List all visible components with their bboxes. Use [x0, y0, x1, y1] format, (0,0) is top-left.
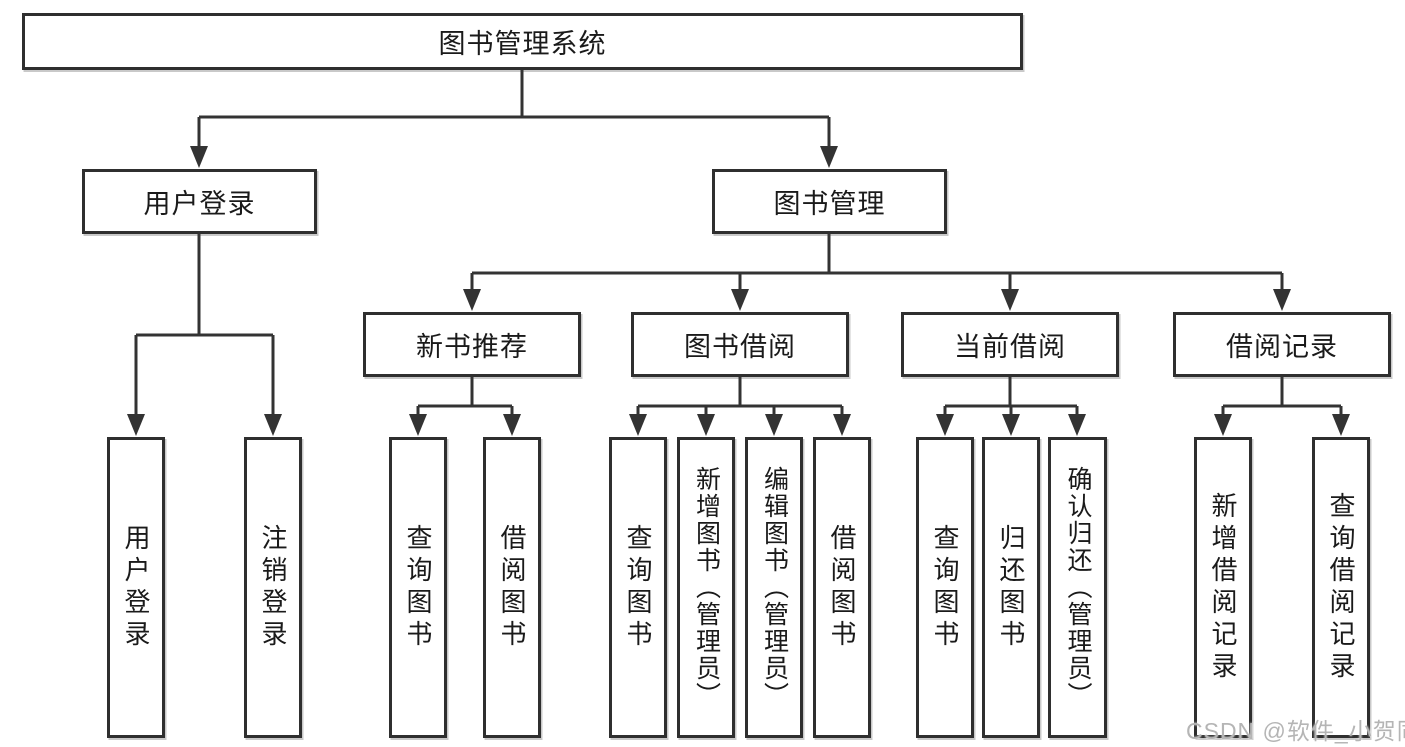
leaf-borrow-query-books: 查询图书 — [609, 437, 667, 738]
leaf-current-return-books-label: 归还图书 — [996, 523, 1026, 652]
edge-book-mgmt-children — [463, 234, 1291, 311]
edge-current-children — [936, 377, 1086, 436]
leaf-borrow-query-books-label: 查询图书 — [623, 523, 653, 652]
node-current-borrow: 当前借阅 — [901, 312, 1119, 377]
leaf-borrow-add-books-admin-label: 新增图书（管理员） — [692, 466, 721, 709]
node-library-system-label: 图书管理系统 — [438, 29, 607, 59]
leaf-current-confirm-return-admin: 确认归还（管理员） — [1048, 437, 1107, 738]
leaf-recommend-query-books-label: 查询图书 — [403, 523, 433, 652]
leaf-current-confirm-return-admin-label: 确认归还（管理员） — [1064, 466, 1092, 709]
leaf-logout-label: 注销登录 — [258, 523, 288, 652]
leaf-current-query-books: 查询图书 — [916, 437, 974, 738]
leaf-records-query-record-label: 查询借阅记录 — [1326, 491, 1356, 684]
leaf-borrow-edit-books-admin-label: 编辑图书（管理员） — [760, 466, 789, 709]
leaf-user-login-label: 用户登录 — [121, 523, 151, 652]
edge-newbook-children — [409, 377, 521, 436]
leaf-borrow-add-books-admin: 新增图书（管理员） — [677, 437, 735, 738]
edge-records-children — [1214, 377, 1350, 436]
node-user-login: 用户登录 — [82, 169, 317, 234]
leaf-records-query-record: 查询借阅记录 — [1312, 437, 1370, 738]
leaf-borrow-borrow-books: 借阅图书 — [813, 437, 871, 738]
leaf-logout: 注销登录 — [244, 437, 302, 738]
leaf-current-query-books-label: 查询图书 — [930, 523, 960, 652]
node-user-login-label: 用户登录 — [143, 189, 256, 219]
leaf-borrow-borrow-books-label: 借阅图书 — [827, 523, 857, 652]
csdn-watermark: CSDN @软件_小贺同学 — [1186, 718, 1405, 744]
leaf-recommend-borrow-books: 借阅图书 — [483, 437, 541, 738]
leaf-borrow-edit-books-admin: 编辑图书（管理员） — [745, 437, 803, 738]
edge-borrow-children — [629, 377, 851, 436]
node-book-borrow: 图书借阅 — [631, 312, 849, 377]
node-book-management-label: 图书管理 — [773, 189, 886, 219]
leaf-current-return-books: 归还图书 — [982, 437, 1040, 738]
leaf-user-login: 用户登录 — [107, 437, 165, 738]
edge-user-login-children — [127, 234, 282, 436]
leaf-recommend-borrow-books-label: 借阅图书 — [497, 523, 527, 652]
node-new-book-recommend-label: 新书推荐 — [416, 332, 528, 362]
node-current-borrow-label: 当前借阅 — [954, 332, 1066, 362]
node-book-borrow-label: 图书借阅 — [684, 332, 796, 362]
leaf-recommend-query-books: 查询图书 — [389, 437, 447, 738]
node-library-system: 图书管理系统 — [22, 13, 1023, 70]
node-borrow-records: 借阅记录 — [1173, 312, 1391, 377]
node-book-management: 图书管理 — [712, 169, 947, 234]
node-new-book-recommend: 新书推荐 — [363, 312, 581, 377]
leaf-records-add-record: 新增借阅记录 — [1194, 437, 1252, 738]
leaf-records-add-record-label: 新增借阅记录 — [1208, 491, 1238, 684]
node-borrow-records-label: 借阅记录 — [1226, 332, 1338, 362]
edge-root-to-level2 — [190, 69, 838, 168]
